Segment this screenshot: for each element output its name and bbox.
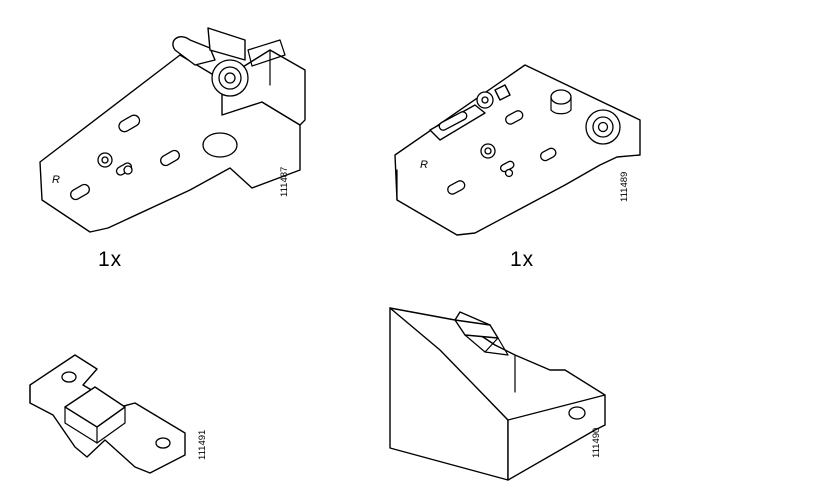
clip-plate-drawing xyxy=(29,354,186,474)
part-number-111487: 111487 xyxy=(279,166,290,197)
part-number-111490: 111490 xyxy=(591,427,602,458)
bracket-roller-right-drawing: R xyxy=(394,64,641,236)
side-mark: R xyxy=(52,174,60,186)
bracket-roller-left-drawing: R xyxy=(39,27,306,233)
bracket-roller-right: R xyxy=(385,55,650,240)
clip-plate xyxy=(25,345,200,475)
side-mark: R xyxy=(420,159,428,171)
angle-bracket xyxy=(380,300,615,485)
angle-bracket-drawing xyxy=(389,307,606,481)
part-number-111489: 111489 xyxy=(619,171,630,202)
bracket-roller-left: R xyxy=(30,10,310,233)
quantity-part-111489: 1x xyxy=(510,248,535,271)
part-number-111491: 111491 xyxy=(197,429,208,460)
quantity-part-111487: 1x xyxy=(98,248,123,271)
